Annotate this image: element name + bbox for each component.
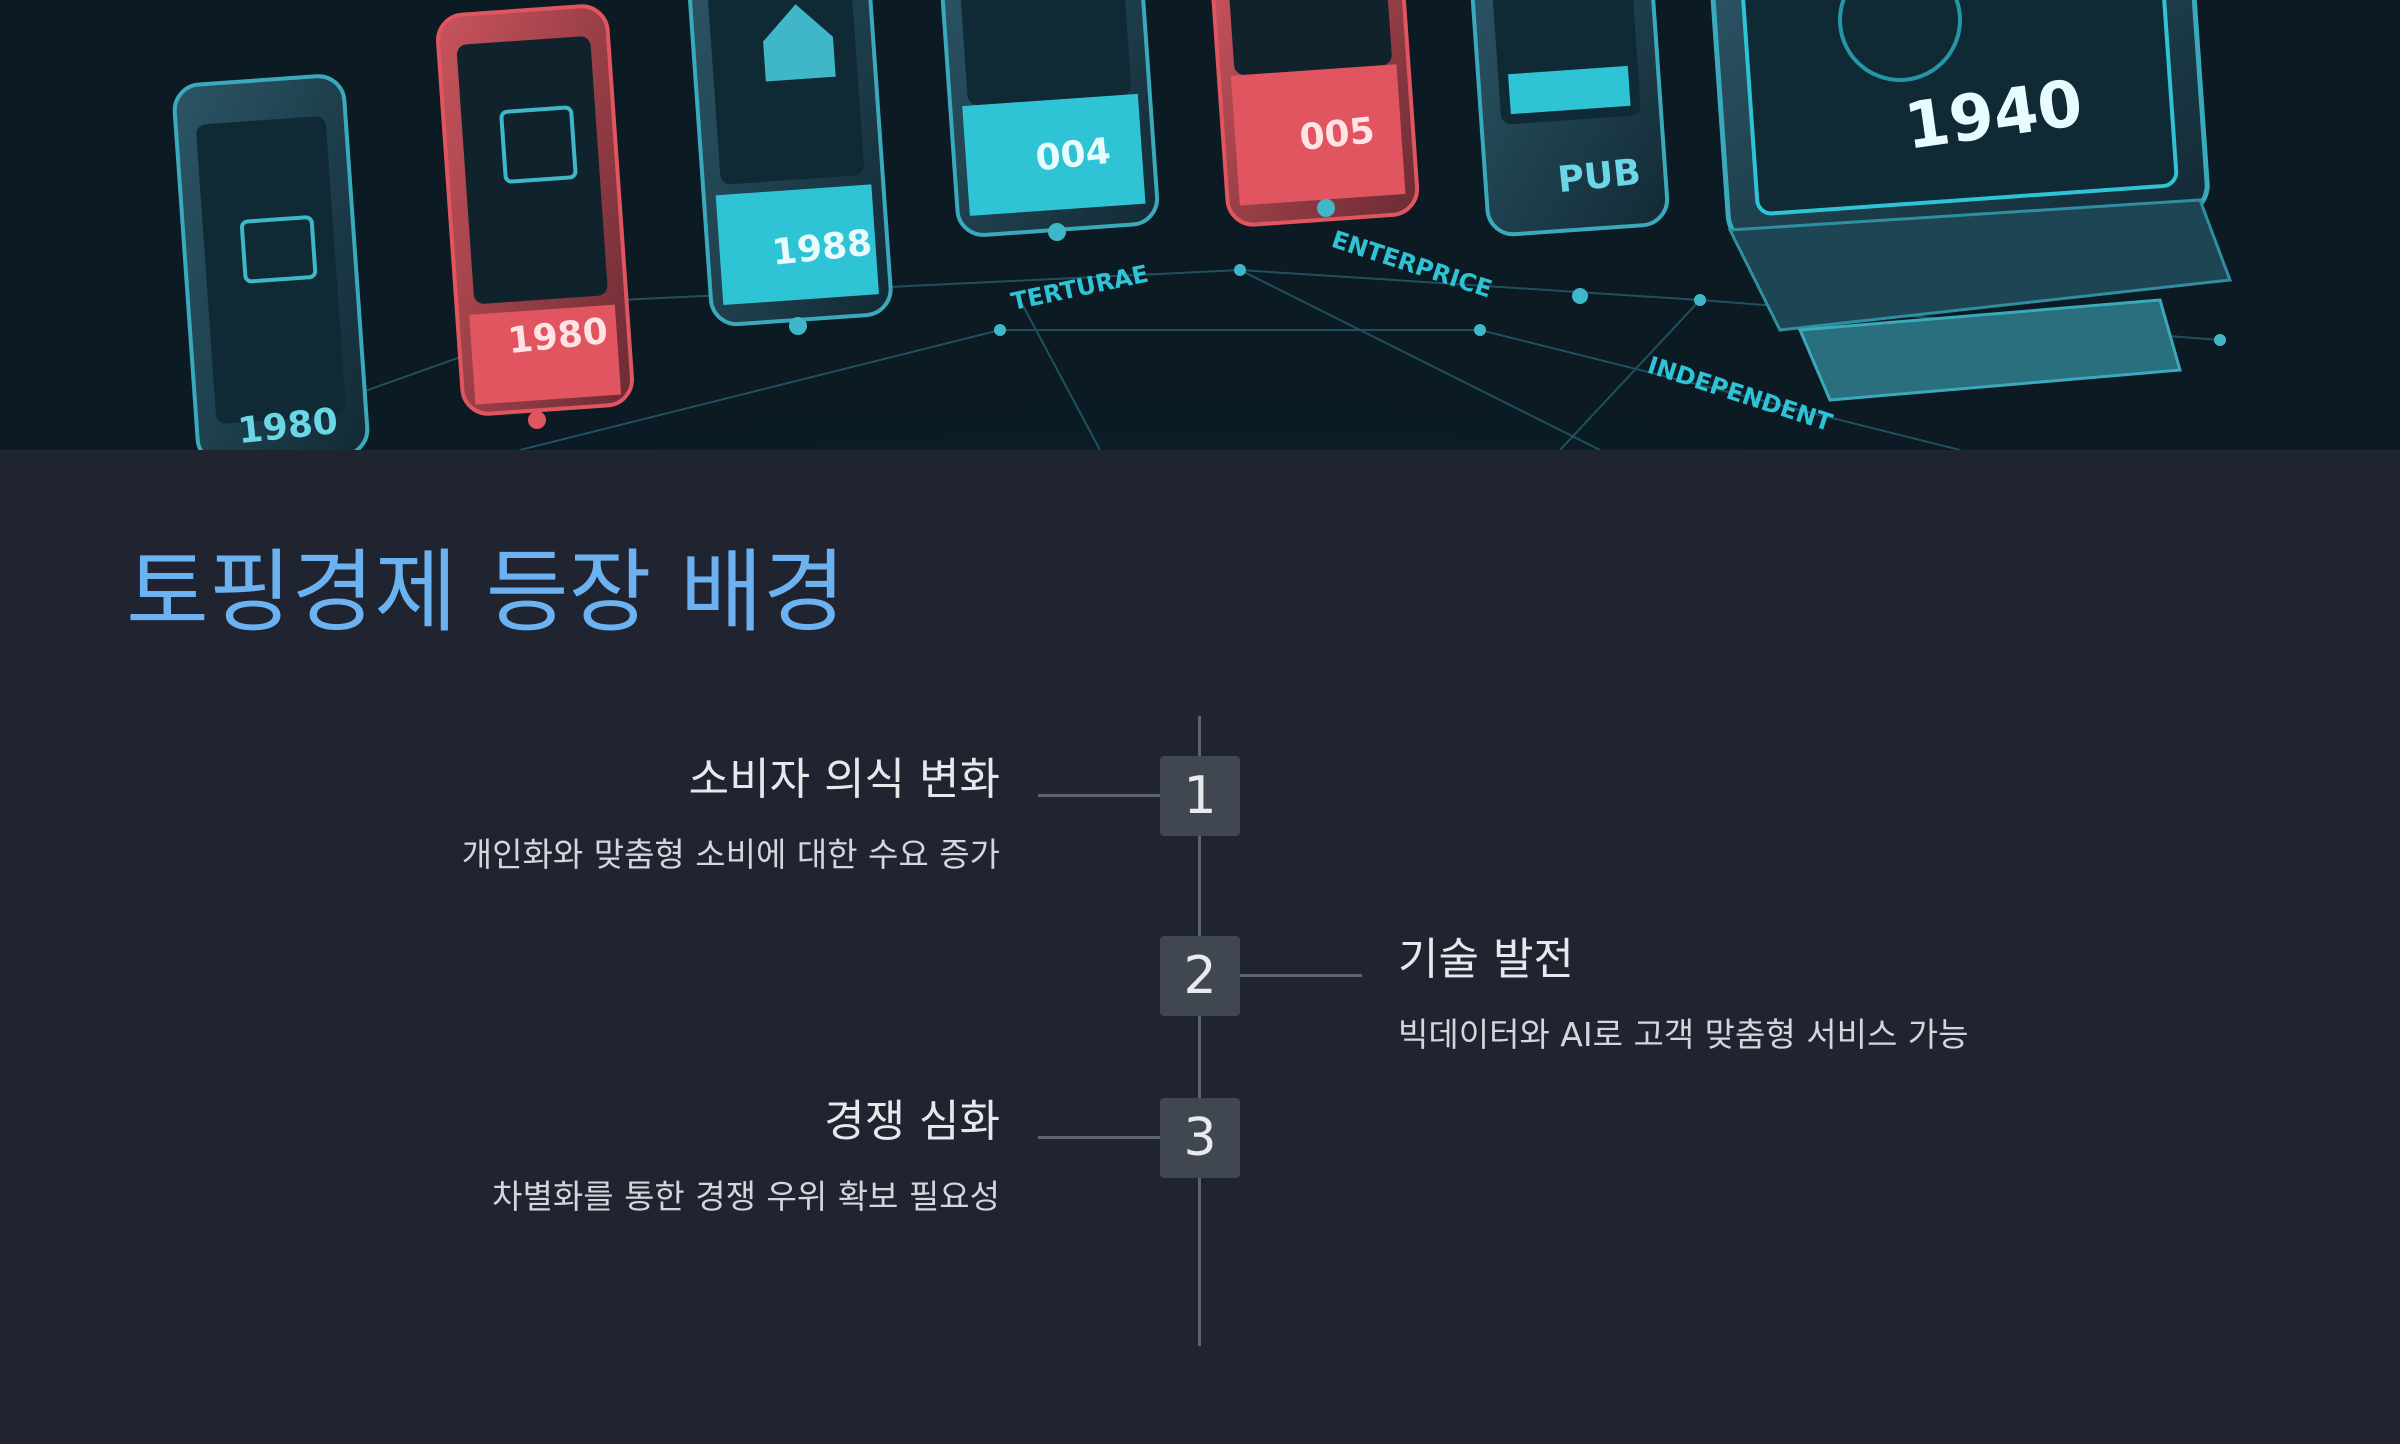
step-2-connector <box>1240 974 1362 977</box>
step-3-badge: 3 <box>1160 1098 1240 1178</box>
step-1-badge: 1 <box>1160 756 1240 836</box>
device-1-label: 1980 <box>236 401 340 450</box>
device-monitor: 1940 <box>1709 0 2233 402</box>
page-title: 토핑경제 등장 배경 <box>126 540 846 645</box>
device-phone-1: 1980 <box>172 74 370 450</box>
step-1-title: 소비자 의식 변화 <box>688 754 1000 805</box>
device-4-label: 004 <box>1034 131 1113 180</box>
device-phone-6: PUB <box>1470 0 1670 237</box>
step-1-connector <box>1038 794 1160 797</box>
device-phone-3: 1988 <box>687 0 893 335</box>
timeline-axis <box>1198 716 1201 1346</box>
step-1-description: 개인화와 맞춤형 소비에 대한 수요 증가 <box>461 835 1000 874</box>
hero-illustration: 1980 1980 1988 004 <box>0 0 2400 450</box>
step-2-badge: 2 <box>1160 936 1240 1016</box>
device-5-label: 005 <box>1298 110 1377 159</box>
device-6-label: PUB <box>1556 152 1643 201</box>
hero-scene: 1980 1980 1988 004 <box>0 0 2400 450</box>
device-phone-2: 1980 <box>436 4 634 429</box>
step-2-title: 기술 발전 <box>1398 934 1574 985</box>
device-phone-4: 004 <box>940 0 1160 241</box>
step-2-description: 빅데이터와 AI로 고객 맞춤형 서비스 가능 <box>1398 1015 1969 1054</box>
step-3-connector <box>1038 1136 1160 1139</box>
step-3-description: 차별화를 통한 경쟁 우위 확보 필요성 <box>492 1177 1000 1216</box>
device-phone-5: 005 <box>1210 0 1420 227</box>
step-3-title: 경쟁 심화 <box>824 1096 1000 1147</box>
